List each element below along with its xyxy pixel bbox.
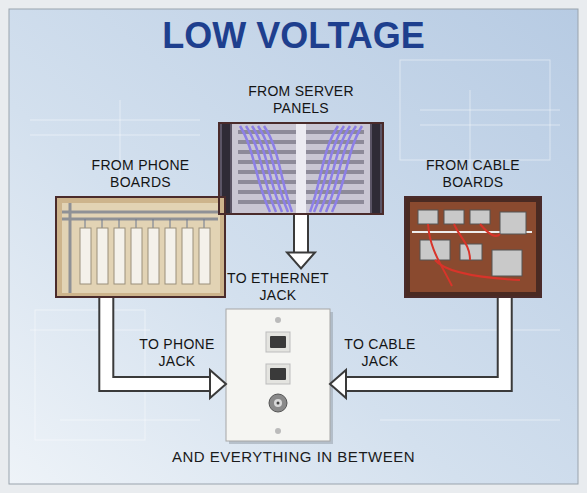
rack-interior xyxy=(232,124,370,213)
screw xyxy=(275,317,281,323)
cable xyxy=(428,224,452,286)
punch-block xyxy=(199,228,210,284)
coax-jack xyxy=(269,394,287,412)
block-arrow xyxy=(330,298,505,398)
purple-cables xyxy=(240,126,362,212)
phone-jack xyxy=(270,368,286,380)
blueprint-ground xyxy=(9,9,578,484)
amplifier xyxy=(500,212,526,234)
punch-blocks xyxy=(80,228,210,284)
wall-plate xyxy=(226,309,330,441)
splitter xyxy=(418,210,438,224)
conduits xyxy=(62,203,218,293)
node-heading: FROM CABLE BOARDS xyxy=(408,157,538,191)
cable xyxy=(258,126,288,212)
arrow-head xyxy=(210,370,226,398)
caption: AND EVERYTHING IN BETWEEN xyxy=(0,448,587,466)
blueprint-lines xyxy=(30,60,560,440)
cable xyxy=(264,126,292,212)
image-frame xyxy=(226,309,330,441)
board xyxy=(410,202,536,292)
server-panel-photo xyxy=(218,122,384,215)
photo-ground xyxy=(218,122,384,215)
jack-frame xyxy=(266,364,290,384)
rack-post xyxy=(372,122,380,215)
punch-block xyxy=(114,228,125,284)
punch-block xyxy=(80,228,91,284)
plywood-board xyxy=(62,203,220,293)
arrow-head xyxy=(287,252,315,268)
splitter xyxy=(470,210,490,224)
cable xyxy=(310,126,338,212)
heading-group: TO ETHERNET JACK xyxy=(226,268,330,309)
screw xyxy=(275,428,281,434)
punch-block xyxy=(97,228,108,284)
splitter xyxy=(444,210,464,224)
photo-ground xyxy=(404,196,542,298)
punch-block xyxy=(148,228,159,284)
heading-group: FROM PHONE BOARDS xyxy=(76,155,206,196)
devices xyxy=(418,210,526,276)
wire xyxy=(85,219,204,228)
arrow-outline xyxy=(293,215,309,253)
blueprint-room xyxy=(35,310,145,440)
cable-board-photo xyxy=(404,196,542,298)
rack-column xyxy=(296,124,306,213)
image-frame xyxy=(404,196,542,298)
device xyxy=(420,240,450,260)
photo-box: FROM PHONE BOARDS xyxy=(55,155,226,298)
punch-block xyxy=(131,228,142,284)
blueprint-room xyxy=(400,60,550,160)
jack-frame xyxy=(266,332,290,352)
coax-ring xyxy=(274,399,282,407)
conduit xyxy=(62,203,218,293)
block-arrow xyxy=(287,215,315,268)
wall-plate-photo xyxy=(226,309,333,444)
cable xyxy=(314,126,344,212)
cable xyxy=(454,224,470,260)
node-heading: TO ETHERNET JACK xyxy=(226,270,330,304)
arrow-label: TO PHONE JACK xyxy=(132,336,222,370)
wall-plate-box: TO ETHERNET JACK xyxy=(226,268,330,441)
node-heading: FROM PHONE BOARDS xyxy=(76,157,206,191)
image-frame xyxy=(55,196,226,298)
device xyxy=(460,244,482,260)
device xyxy=(492,250,522,276)
cable xyxy=(252,126,282,212)
heading-group: FROM CABLE BOARDS xyxy=(408,155,538,196)
arrow-label: TO CABLE JACK xyxy=(335,336,425,370)
photo-ground xyxy=(55,196,226,298)
coax-pin xyxy=(277,402,280,405)
ethernet-jack xyxy=(270,336,286,348)
heading-group: FROM SERVER PANELS xyxy=(236,81,366,122)
wires xyxy=(85,219,204,228)
photo-box: FROM SERVER PANELS xyxy=(218,81,384,215)
phone-board-photo xyxy=(55,196,226,298)
red-cables xyxy=(428,224,520,286)
punch-block xyxy=(182,228,193,284)
arrow-head xyxy=(330,370,346,398)
image-frame xyxy=(218,122,384,215)
title: LOW VOLTAGE xyxy=(0,14,587,57)
cable xyxy=(480,224,500,236)
node-heading: FROM SERVER PANELS xyxy=(236,83,366,117)
arrow-body xyxy=(295,215,307,253)
punch-block xyxy=(165,228,176,284)
cable xyxy=(320,126,350,212)
cable xyxy=(435,260,520,280)
block-arrow xyxy=(106,298,226,398)
photo-box: FROM CABLE BOARDS xyxy=(404,155,542,298)
